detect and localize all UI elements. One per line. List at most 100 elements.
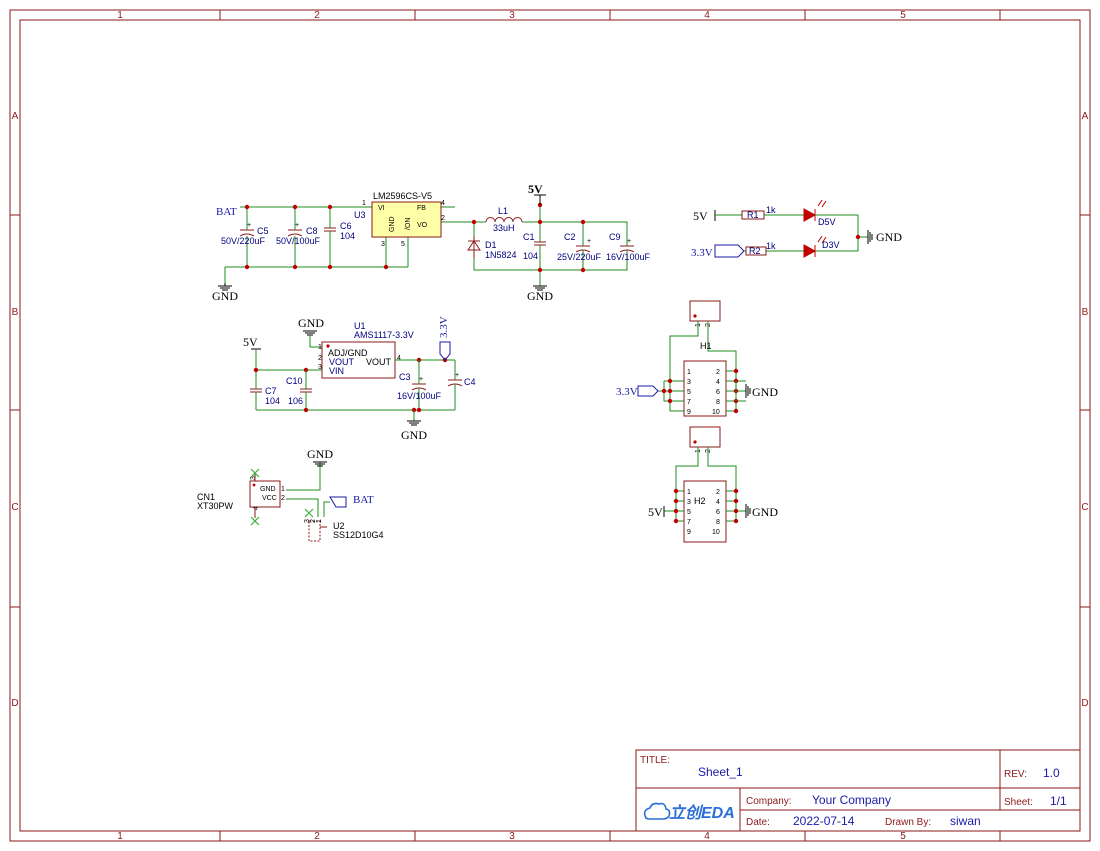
svg-text:8: 8 [716,519,720,526]
svg-text:2: 2 [281,495,285,502]
capacitor-c7: C7 104 [250,386,280,410]
svg-text:3: 3 [304,519,311,523]
svg-text:3: 3 [687,499,691,506]
c8-ref: C8 [306,226,318,236]
net-label-gnd: GND [307,447,333,461]
led-indicator-section: 5V R1 1k D5V GND 3.3V R2 1k [691,199,902,259]
net-label-3v3: 3.3V [616,386,638,398]
svg-text:2: 2 [716,369,720,376]
svg-text:5: 5 [687,389,691,396]
row-label-right: B [1082,307,1089,318]
capacitor-c9: + C9 16V/100uF [606,232,651,262]
svg-text:+: + [247,222,251,229]
capacitor-c6: C6 104 [324,221,355,241]
drawn-by-value: siwan [950,814,981,828]
svg-text:1: 1 [318,344,322,351]
svg-text:1: 1 [316,519,323,523]
u2-ref: U2 [333,521,345,531]
svg-text:4: 4 [716,379,720,386]
l1-ref: L1 [498,206,508,216]
u3-name: LM2596CS-V5 [373,191,432,201]
svg-text:5: 5 [687,509,691,516]
net-label-gnd: GND [752,505,778,519]
svg-text:2: 2 [716,489,720,496]
u1-pin-vin: VIN [329,366,344,376]
net-label-gnd: GND [212,289,238,303]
c10-ref: C10 [286,376,303,386]
svg-text:9: 9 [687,409,691,416]
row-label-left: C [11,502,18,513]
svg-text:4: 4 [716,499,720,506]
net-label-5v: 5V [693,209,708,223]
svg-text:9: 9 [687,529,691,536]
u1-pin-adj: ADJ/GND [328,348,368,358]
capacitor-c5: + C5 50V/220uF [221,222,269,246]
l1-value: 33uH [493,223,515,233]
c9-value: 16V/100uF [606,252,651,262]
c7-ref: C7 [265,386,277,396]
col-label-bottom: 4 [704,831,710,842]
rev-value: 1.0 [1043,766,1060,780]
u1-pin-vout2: VOUT [366,357,392,367]
row-label-left: D [11,698,18,709]
gnd-symbol: GND [527,285,553,303]
capacitor-c4: + C4 [447,372,476,410]
svg-text:+: + [587,238,591,245]
net-label-gnd: GND [298,316,324,330]
date-value: 2022-07-14 [793,814,855,828]
gnd-symbol: GND [212,283,238,303]
capacitor-c3: + C3 16V/100uF [397,372,442,410]
cn1-pin-vcc: VCC [262,495,277,502]
c5-ref: C5 [257,226,269,236]
sheet-value: 1/1 [1050,794,1067,808]
row-label-right: A [1082,111,1089,122]
row-label-left: B [12,307,19,318]
net-label-bat: BAT [353,494,374,506]
frame-labels: 1 2 3 4 5 1 2 3 4 5 A B C D A B C D [11,10,1088,842]
svg-text:10: 10 [712,529,720,536]
buck-converter-section: BAT GND + C5 50V/220uF + C8 50V/ [212,182,651,303]
led-d3v: D3V [803,235,840,258]
header-h1-section: 1 2 H1 1 3 5 7 9 2 4 6 8 10 3.3V [616,300,778,417]
col-label-top: 5 [900,10,906,21]
svg-text:2: 2 [310,519,317,523]
u3-pin-fb: FB [417,205,426,212]
svg-text:5: 5 [401,241,405,248]
u3-pin-vi: VI [378,205,385,212]
net-label-gnd: GND [752,385,778,399]
logo-text: 立创EDA [669,804,735,822]
c4-ref: C4 [464,377,476,387]
svg-text:+: + [627,238,631,245]
cn1-value: XT30PW [197,501,234,511]
no-connect-x [250,468,314,526]
capacitor-c2: + C2 25V/220uF [557,232,602,262]
svg-text:1: 1 [362,200,366,207]
switch-u2 [308,520,321,542]
u3-pin-on: /ON [405,218,412,230]
d1-ref: D1 [485,240,497,250]
gnd-symbol-sideways: GND [867,230,902,244]
svg-text:3: 3 [250,476,257,480]
ldo-section: U1 AMS1117-3.3V GND 5V ADJ/GND VOUT VOUT… [243,316,476,442]
svg-text:1: 1 [687,489,691,496]
power-input-section: CN1 XT30PW GND VCC 1 2 3 4 GND BAT 3 2 1… [197,447,384,542]
date-label: Date: [746,817,770,828]
h2-ref: H2 [694,496,706,506]
u2-value: SS12D10G4 [333,530,384,540]
ams1117-regulator [321,341,396,379]
net-label-5v: 5V [648,505,663,519]
d1-value: 1N5824 [485,250,517,260]
header-h2-section: 1 2 H2 1 3 5 7 9 2 4 6 8 10 5V [648,426,778,543]
cn1-pin-gnd: GND [260,486,276,493]
capacitor-c8: + C8 50V/100uF [276,222,321,246]
drawn-by-label: Drawn By: [885,817,931,828]
col-label-top: 4 [704,10,710,21]
svg-text:+: + [295,222,299,229]
svg-text:4: 4 [253,506,260,510]
title-label: TITLE: [640,755,670,766]
d5v-ref: D5V [818,217,836,227]
col-label-top: 2 [314,10,320,21]
company-label: Company: [746,796,792,807]
sheet-label: Sheet: [1004,797,1033,808]
